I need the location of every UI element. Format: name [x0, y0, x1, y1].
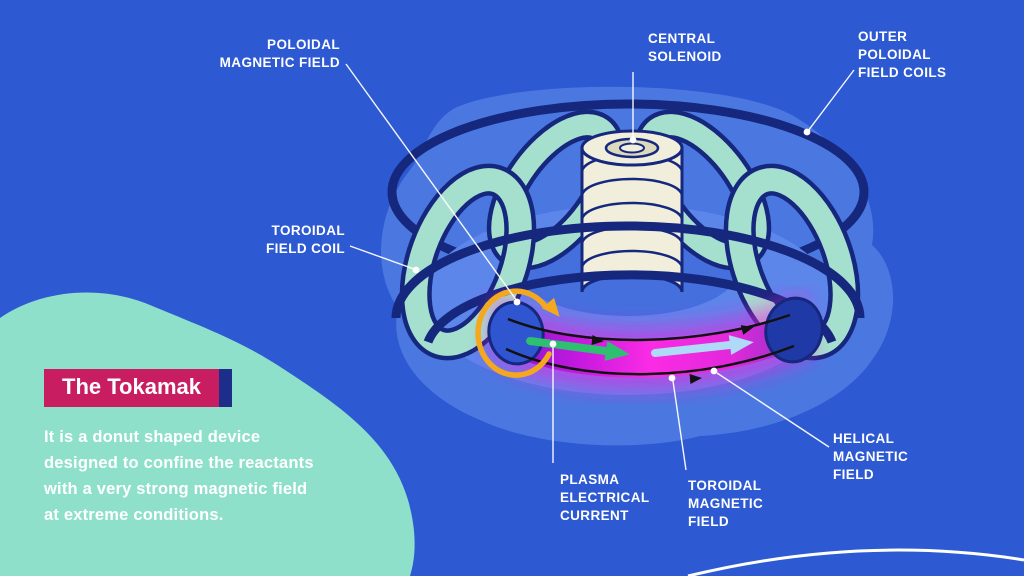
mint-blob-shape	[0, 292, 415, 576]
leader-helical-magnetic-field	[716, 372, 830, 448]
label-outer-poloidal-field-coils: OUTER POLOIDAL FIELD COILS	[858, 29, 947, 80]
label-plasma-electrical-current: PLASMA ELECTRICAL CURRENT	[560, 472, 650, 523]
title-block: The Tokamak	[44, 369, 219, 407]
description-text: It is a donut shaped device designed to …	[44, 428, 314, 524]
leader-dots	[412, 128, 811, 382]
leader-outer-poloidal-field-coils	[807, 69, 855, 132]
leader-dot	[549, 340, 557, 348]
page-title: The Tokamak	[44, 369, 219, 407]
leader-lines	[345, 63, 855, 471]
toroidal-field-arrow	[651, 335, 754, 357]
toroidal-coil-front-right	[723, 163, 861, 361]
toroidal-coil-front-left	[399, 163, 537, 361]
leader-dot	[412, 266, 420, 274]
label-poloidal-magnetic-field: POLOIDAL MAGNETIC FIELD	[219, 37, 340, 70]
leader-dot	[710, 367, 718, 375]
leader-poloidal-magnetic-field	[345, 63, 518, 302]
leader-toroidal-magnetic-field	[672, 380, 687, 471]
label-helical-magnetic-field: HELICAL MAGNETIC FIELD	[833, 431, 909, 482]
leader-toroidal-field-coil	[349, 245, 415, 270]
central-solenoid	[580, 129, 684, 293]
label-toroidal-field-coil: TOROIDAL FIELD COIL	[266, 223, 345, 256]
leader-dot	[629, 136, 637, 144]
decorative-curve	[687, 548, 1024, 576]
label-central-solenoid: CENTRAL SOLENOID	[648, 31, 722, 64]
leader-dot	[513, 298, 521, 306]
plasma-cross-section-left	[487, 300, 545, 366]
plasma-current-arrow	[526, 337, 630, 361]
plasma-cross-section-right	[764, 296, 824, 364]
leader-dot	[668, 374, 676, 382]
poloidal-field-arrow	[475, 288, 560, 378]
leader-dot	[803, 128, 811, 136]
label-toroidal-magnetic-field: TOROIDAL MAGNETIC FIELD	[688, 478, 764, 529]
helical-field-lines	[505, 313, 795, 384]
